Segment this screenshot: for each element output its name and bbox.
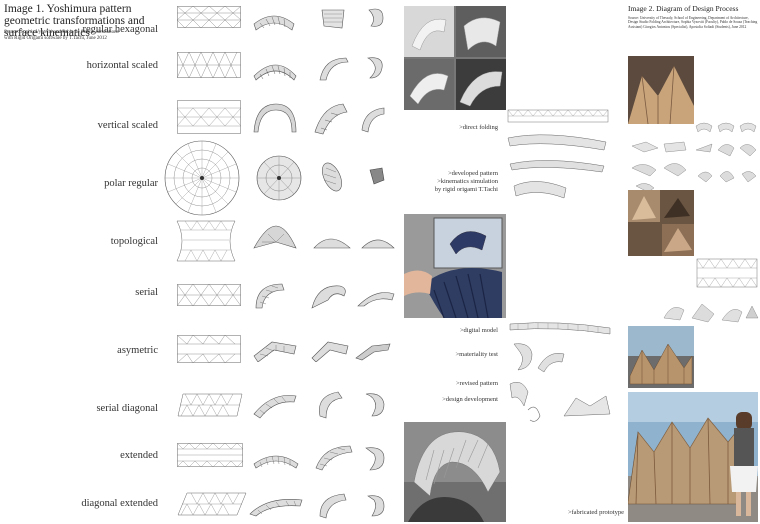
folded-form-polar-regular: [318, 160, 346, 194]
folded-form-serial-diagonal: [362, 390, 388, 418]
folded-form-serial: [356, 286, 396, 308]
image1-source: Source: Sophia Vyzoviti and Pablo de Sou…: [4, 30, 119, 41]
folded-form-horizontal-scaled: [252, 52, 298, 82]
revised-pattern-diagram: [696, 258, 758, 288]
row-label: diagonal extended: [81, 498, 158, 509]
crease-pattern-serial: [177, 284, 241, 306]
process-photo-folded-paper: [628, 190, 694, 256]
image2-title: Image 2. Diagram of Design Process: [628, 4, 739, 13]
image1-title: Image 1. Yoshimura pattern geometric tra…: [4, 3, 145, 39]
row-label: polar regular: [104, 178, 158, 189]
folded-form-serial: [252, 280, 296, 310]
crease-pattern-topological: [175, 219, 237, 263]
kinematic-thumbnails-grid: [694, 118, 760, 198]
folded-form-extended: [314, 442, 354, 472]
folded-form-diagonal-extended: [248, 492, 304, 518]
folded-form-extended: [362, 444, 388, 472]
image2-source: Source: University of Thessaly, School o…: [628, 16, 758, 29]
crease-pattern-vertical-scaled: [177, 100, 241, 134]
folded-form-asymetric: [354, 340, 392, 362]
folded-form-topological: [360, 230, 396, 250]
row-label: topological: [110, 236, 158, 247]
folded-form-diagonal-extended: [364, 492, 388, 518]
row-label: horizontal scaled: [86, 60, 158, 71]
folded-form-regular-hexagonal: [252, 6, 296, 32]
folded-form-regular-hexagonal: [365, 6, 387, 30]
row-label: asymetric: [117, 345, 158, 356]
crease-pattern-polar-regular: [164, 140, 240, 216]
folded-form-asymetric: [310, 338, 350, 362]
design-development-models: [506, 376, 616, 426]
process-photo-model: [628, 56, 694, 124]
row-label: extended: [120, 450, 158, 461]
process-label-developed-pattern: >developed pattern: [447, 170, 498, 177]
crease-pattern-diagonal-extended: [177, 492, 247, 516]
folded-form-asymetric: [252, 336, 298, 362]
row-label: serial diagonal: [96, 403, 158, 414]
folded-form-vertical-scaled: [252, 100, 298, 136]
prototype-photo-small: [628, 326, 694, 388]
row-label: regular hexagonal: [82, 24, 158, 35]
row-label: vertical scaled: [97, 120, 158, 131]
row-label: serial: [135, 287, 158, 298]
developed-pattern-strip: [506, 108, 610, 206]
design-development-thumbnails: [662, 298, 760, 324]
folded-form-horizontal-scaled: [362, 54, 388, 82]
folded-form-vertical-scaled: [313, 102, 351, 136]
process-label-digital-model: >digital model: [459, 327, 498, 334]
folded-form-serial-diagonal: [252, 390, 298, 420]
fabricated-prototype-photo: [628, 392, 758, 522]
digital-model-strip: [508, 318, 612, 340]
crease-pattern-extended: [177, 443, 243, 467]
crease-pattern-serial-diagonal: [177, 393, 243, 417]
folded-form-polar-regular: [368, 166, 386, 186]
process-label-rigid-origami: by rigid origami T.Tachi: [434, 186, 498, 193]
folded-form-serial: [310, 282, 350, 310]
folded-form-topological: [312, 228, 352, 250]
direct-folding-photo-grid: [404, 6, 506, 110]
process-label-design-development: >design development: [442, 396, 498, 403]
folded-form-diagonal-extended: [316, 490, 350, 520]
folded-form-extended: [252, 444, 300, 470]
materiality-test-models: [508, 340, 568, 376]
folded-form-regular-hexagonal: [318, 6, 348, 30]
crease-pattern-horizontal-scaled: [177, 52, 241, 78]
process-label-direct-folding: >direct folding: [459, 124, 498, 131]
crease-pattern-asymetric: [177, 335, 241, 363]
folded-form-horizontal-scaled: [316, 54, 352, 82]
folded-form-vertical-scaled: [358, 104, 388, 134]
process-label-materiality-test: >materiality test: [455, 351, 498, 358]
process-label-kinematics-simulation: >kinematics simulation: [437, 178, 498, 185]
process-label-revised-pattern: >revised pattern: [455, 380, 498, 387]
folded-form-polar-regular: [254, 148, 304, 208]
kinematics-simulation-photo: [404, 214, 506, 318]
process-label-fabricated-prototype: >fabricated prototype: [567, 509, 624, 516]
folded-form-topological: [252, 222, 298, 252]
prototype-photo: [404, 422, 506, 522]
pattern-thumbnails-column: [628, 138, 690, 194]
crease-pattern-regular-hexagonal: [177, 6, 241, 28]
folded-form-serial-diagonal: [314, 388, 346, 420]
